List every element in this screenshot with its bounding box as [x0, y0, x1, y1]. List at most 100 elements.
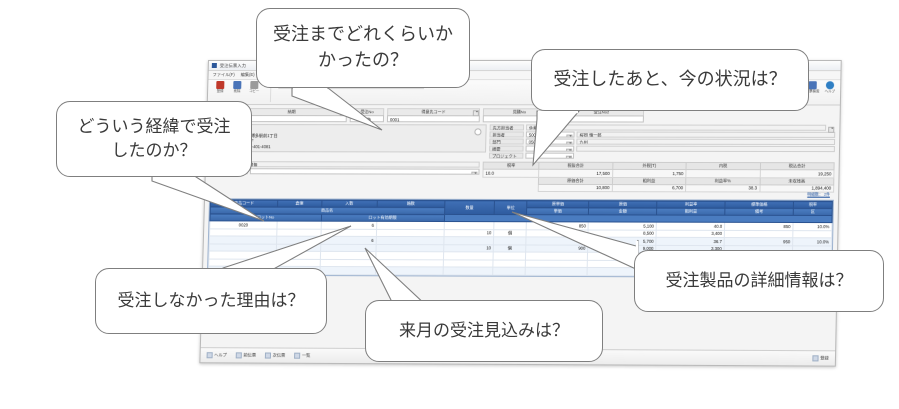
cell-quantity[interactable]: [443, 236, 494, 245]
cell-empty[interactable]: [443, 251, 494, 260]
ribbon-label-delete: 削除: [233, 89, 241, 94]
footer-button-next-slip[interactable]: 次伝票: [265, 352, 285, 359]
footer-button-register[interactable]: 登録: [812, 355, 829, 362]
callout-current-status-line1: 受注したあと、今の状況は？: [553, 69, 787, 91]
callout-product-details-line1: 受注製品の詳細情報は？: [665, 270, 853, 291]
td-internal-tax: [685, 169, 760, 178]
ribbon-button-delete[interactable]: 削除: [230, 81, 244, 93]
taxnote-and-totals-row: 消費税： 納品書毎 直送先コード 税率 税抜合計 外税(T): [209, 161, 835, 198]
footer-label-prev-slip: 前伝票: [243, 352, 257, 358]
totals-value-row-2: 10,800 6,700 38.3 1,894,400: [483, 183, 834, 193]
th-unit[interactable]: 単位: [494, 200, 528, 215]
value-customer-code[interactable]: 0001: [386, 115, 480, 123]
label-department: 部門: [489, 138, 524, 145]
value-summary-code[interactable]: [525, 145, 575, 152]
footer-button-list[interactable]: 一覧: [294, 352, 310, 359]
label-order-no: 受注No: [349, 108, 385, 116]
charge-row-summary: 摘要: [489, 145, 835, 153]
cell-cost-unit-price[interactable]: 850: [526, 229, 589, 238]
cell-empty[interactable]: [443, 259, 494, 268]
value-staff-code[interactable]: 5001: [525, 131, 575, 138]
value-ship-to-code[interactable]: [249, 168, 480, 175]
ribbon-button-help[interactable]: ヘルプ: [823, 81, 838, 93]
value-department-code[interactable]: 050: [525, 138, 575, 145]
cell-empty[interactable]: [375, 266, 444, 275]
cell-unit[interactable]: 個: [493, 229, 527, 237]
customer-and-charge-row: 社 福岡県福岡市博多区博多駅前1丁目 福岡センタービル10F 401-4080 …: [210, 124, 836, 160]
td-gross-profit: 6,700: [611, 184, 686, 192]
cell-unit[interactable]: [493, 236, 527, 245]
cell-line-tax[interactable]: [792, 230, 832, 238]
footer-button-help[interactable]: ヘルプ: [206, 352, 227, 359]
td-spacer: [483, 184, 539, 192]
callout-how-obtained: どういう経緯で受注 したのか？: [56, 101, 265, 222]
cell-units-per-case[interactable]: [320, 228, 377, 237]
cell-quantity[interactable]: 10: [443, 244, 494, 252]
cell-empty[interactable]: [319, 251, 376, 260]
cell-cost-unit-price[interactable]: 850: [526, 221, 589, 230]
label-project: プロジェクト: [488, 152, 524, 159]
cell-empty[interactable]: [319, 266, 376, 275]
totals-block: 税率 税抜合計 外税(T) 内税 税込合計 10.0 17,500 1,750 …: [482, 162, 835, 198]
value-order-no2[interactable]: [558, 115, 644, 123]
cell-cost[interactable]: 5,100: [588, 221, 657, 230]
register-icon: [812, 355, 819, 362]
customer-tel-fax: 401-4080 FAX： 092-401-4081: [213, 143, 271, 149]
footer-button-prev-slip[interactable]: 前伝票: [235, 352, 257, 359]
ribbon-button-register[interactable]: 登録: [213, 81, 227, 93]
cell-profit-ratio[interactable]: 40.0: [656, 222, 725, 230]
cell-quantity[interactable]: [443, 221, 495, 230]
cell-warehouse[interactable]: [276, 221, 321, 229]
callout-next-month: 来月の受注見込みは？: [364, 247, 603, 362]
cell-empty[interactable]: [492, 267, 526, 275]
cell-case-count[interactable]: [376, 228, 444, 237]
td-external-tax: 1,750: [612, 169, 687, 178]
value-delivery-date[interactable]: [236, 115, 347, 123]
ribbon-label-copy: コピー: [249, 89, 260, 94]
cell-empty[interactable]: [275, 258, 320, 267]
cell-quantity[interactable]: 10: [443, 229, 495, 237]
contact-dropdown-icon[interactable]: [828, 125, 835, 131]
cell-standard-price[interactable]: 850: [724, 222, 794, 231]
cell-profit-ratio[interactable]: 3,400: [656, 229, 725, 238]
cell-cost-unit-price[interactable]: 950: [526, 236, 589, 245]
cell-empty[interactable]: [276, 251, 321, 259]
callout-next-month-line1: 来月の受注見込みは？: [399, 320, 569, 341]
value-order-no[interactable]: 自動: [349, 115, 385, 123]
th-quantity[interactable]: 数量: [444, 200, 495, 215]
cell-empty[interactable]: [493, 251, 526, 260]
footer-label-help: ヘルプ: [214, 352, 227, 358]
callout-product-details-bubble: 受注製品の詳細情報は？: [634, 250, 884, 312]
cell-empty[interactable]: [319, 258, 376, 267]
cell-units-per-case[interactable]: 6: [320, 221, 377, 229]
cell-case-count[interactable]: [376, 221, 445, 230]
td-tax-rate: 10.0: [482, 169, 539, 177]
cell-line-tax[interactable]: 10.0%: [792, 237, 832, 246]
menu-item-file[interactable]: ファイル(F): [212, 72, 235, 78]
td-profit-rate: 38.3: [685, 184, 760, 192]
th-line-tax-rate[interactable]: 税率: [793, 201, 833, 209]
cell-empty[interactable]: [525, 267, 588, 276]
cell-line-tax[interactable]: 10.0%: [793, 222, 832, 231]
cell-unit[interactable]: 個: [493, 244, 527, 253]
th-section[interactable]: 区: [793, 208, 833, 216]
menu-item-edit[interactable]: 編集(E): [240, 72, 255, 78]
cell-warehouse[interactable]: [276, 236, 321, 244]
cell-units-per-case[interactable]: 6: [320, 236, 377, 245]
cell-empty[interactable]: [493, 259, 526, 268]
window-title: 受注伝票入力: [219, 62, 247, 68]
help-icon: [825, 81, 835, 90]
value-project-code[interactable]: [525, 152, 575, 159]
cell-empty[interactable]: [442, 266, 494, 275]
value-contact-person[interactable]: 佐藤 勇作: [526, 124, 827, 131]
value-quote-no[interactable]: [482, 115, 556, 123]
cell-units-per-case[interactable]: [320, 243, 377, 252]
cell-warehouse[interactable]: [276, 243, 321, 252]
next-slip-icon: [265, 352, 272, 359]
callout-current-status: 受注したあと、今の状況は？: [531, 49, 809, 167]
cell-warehouse[interactable]: [276, 228, 321, 237]
field-customer-code: 得意先コード 0001: [386, 108, 481, 123]
charge-row-project: プロジェクト: [488, 152, 835, 160]
label-staff: 担当者: [489, 131, 524, 138]
cell-unit[interactable]: [494, 221, 527, 230]
